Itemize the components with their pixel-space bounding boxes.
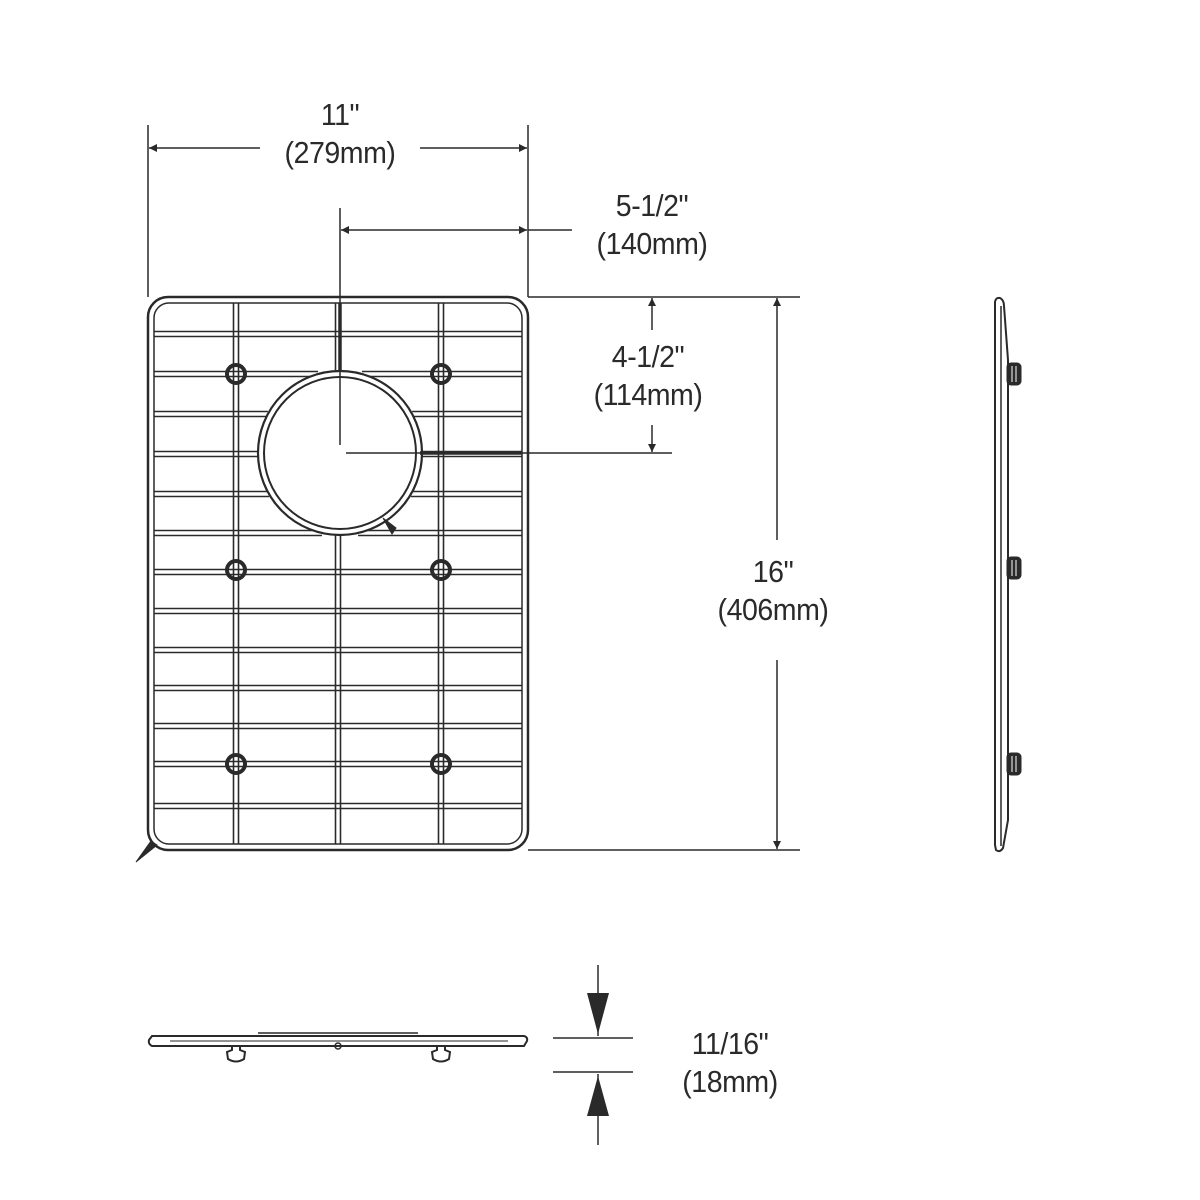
drain-offset-vertical-metric: (114mm) xyxy=(593,376,703,412)
height-label: 11/16" (18mm) xyxy=(666,1025,795,1101)
height-arrowhead-top xyxy=(587,993,609,1034)
grid-feet xyxy=(225,363,452,775)
foot-icon xyxy=(430,559,452,581)
drain-offset-vertical-imperial: 4-1/2" xyxy=(611,339,685,374)
side-feet xyxy=(1006,362,1022,776)
dimension-lines xyxy=(147,125,800,851)
drain-offset-horizontal-imperial: 5-1/2" xyxy=(615,188,689,223)
foot-icon xyxy=(225,363,247,385)
foot-icon xyxy=(430,363,452,385)
width-label: 11" (279mm) xyxy=(276,96,405,172)
front-foot-icon xyxy=(225,1046,247,1063)
drain-offset-vertical-label: 4-1/2" (114mm) xyxy=(584,338,713,414)
side-profile xyxy=(994,296,1009,853)
front-foot-icon xyxy=(430,1046,452,1063)
grid-frame-inner xyxy=(153,302,523,845)
drain-offset-horizontal-metric: (140mm) xyxy=(596,225,708,261)
height-dimension xyxy=(553,965,633,1145)
length-imperial: 16" xyxy=(752,554,794,589)
grid-frame-outer xyxy=(146,295,530,852)
side-view-grid xyxy=(994,296,1022,853)
front-profile xyxy=(147,1035,529,1047)
width-metric: (279mm) xyxy=(284,134,396,170)
front-feet xyxy=(225,1046,452,1063)
foot-icon xyxy=(225,753,247,775)
side-foot-icon xyxy=(1006,556,1022,580)
front-center-mark xyxy=(334,1042,342,1050)
side-foot-icon xyxy=(1006,752,1022,776)
height-metric: (18mm) xyxy=(682,1063,778,1099)
top-view-grid xyxy=(135,208,672,863)
length-label: 16" (406mm) xyxy=(709,553,838,629)
side-foot-icon xyxy=(1006,362,1022,386)
bumper-pointer-drain xyxy=(382,517,397,535)
height-arrowhead-bottom xyxy=(587,1076,609,1116)
height-imperial: 11/16" xyxy=(691,1026,769,1061)
width-imperial: 11" xyxy=(320,97,360,132)
foot-icon xyxy=(430,753,452,775)
front-view-grid xyxy=(147,1032,529,1063)
drain-offset-horizontal-label: 5-1/2" (140mm) xyxy=(588,187,717,263)
length-metric: (406mm) xyxy=(717,591,829,627)
bumper-pointer-corner xyxy=(135,840,158,863)
foot-icon xyxy=(225,559,247,581)
